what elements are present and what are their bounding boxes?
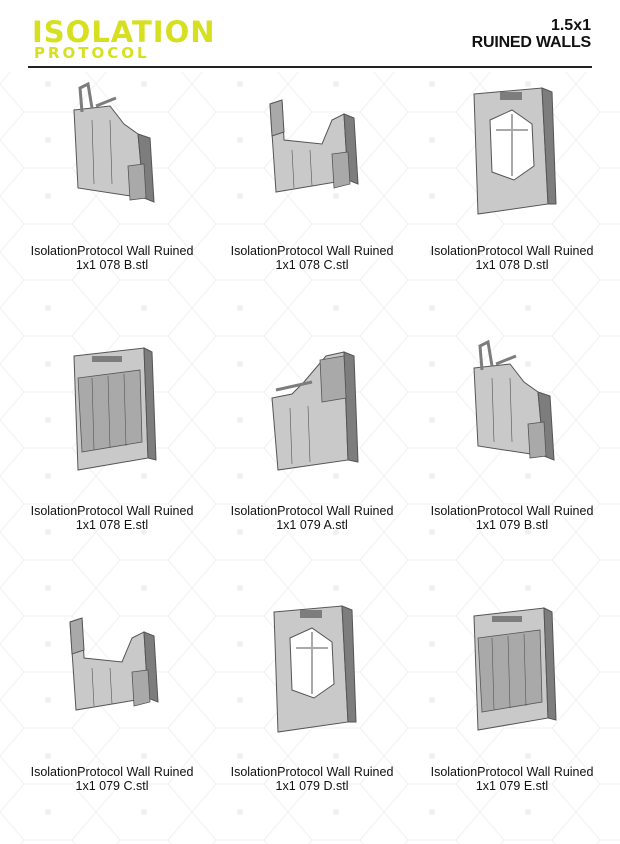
- filename-line1: IsolationProtocol Wall Ruined: [30, 244, 194, 258]
- filename-line2: 1x1 079 D.stl: [275, 779, 349, 793]
- filename-line2: 1x1 079 B.stl: [475, 518, 549, 532]
- page-header: ISOLATION PROTOCOL 1.5x1 RUINED WALLS: [0, 0, 620, 72]
- filename-line2: 1x1 079 C.stl: [75, 779, 149, 793]
- filename-line1: IsolationProtocol Wall Ruined: [230, 504, 394, 518]
- isolation-protocol-logo: ISOLATION PROTOCOL: [32, 15, 252, 64]
- wall-model-preview: [452, 598, 572, 748]
- filename-line1: IsolationProtocol Wall Ruined: [430, 765, 594, 779]
- filename-line2: 1x1 078 C.stl: [275, 258, 349, 272]
- filename-line2: 1x1 079 E.stl: [475, 779, 549, 793]
- wall-model-preview: [52, 598, 172, 748]
- logo-line1: ISOLATION: [32, 16, 216, 49]
- wall-model-preview: [52, 338, 172, 488]
- filename-line2: 1x1 079 A.stl: [276, 518, 348, 532]
- wall-model-preview: [452, 80, 572, 230]
- filename-line1: IsolationProtocol Wall Ruined: [430, 504, 594, 518]
- filename-line1: IsolationProtocol Wall Ruined: [430, 244, 594, 258]
- filename-line1: IsolationProtocol Wall Ruined: [30, 765, 194, 779]
- category-label: RUINED WALLS: [471, 34, 592, 51]
- filename-line1: IsolationProtocol Wall Ruined: [230, 244, 394, 258]
- wall-model-preview: [52, 80, 172, 230]
- wall-model-preview: [252, 80, 372, 230]
- filename-line1: IsolationProtocol Wall Ruined: [30, 504, 194, 518]
- filename-line1: IsolationProtocol Wall Ruined: [230, 765, 394, 779]
- filename-line2: 1x1 078 E.stl: [75, 518, 149, 532]
- logo-line2: PROTOCOL: [34, 44, 150, 62]
- header-divider: [28, 66, 592, 68]
- wall-model-preview: [252, 338, 372, 488]
- wall-model-preview: [252, 598, 372, 748]
- size-label: 1.5x1: [550, 17, 591, 34]
- filename-line2: 1x1 078 D.stl: [475, 258, 549, 272]
- wall-model-preview: [452, 338, 572, 488]
- filename-line2: 1x1 078 B.stl: [75, 258, 149, 272]
- page-title: 1.5x1 RUINED WALLS: [471, 17, 592, 51]
